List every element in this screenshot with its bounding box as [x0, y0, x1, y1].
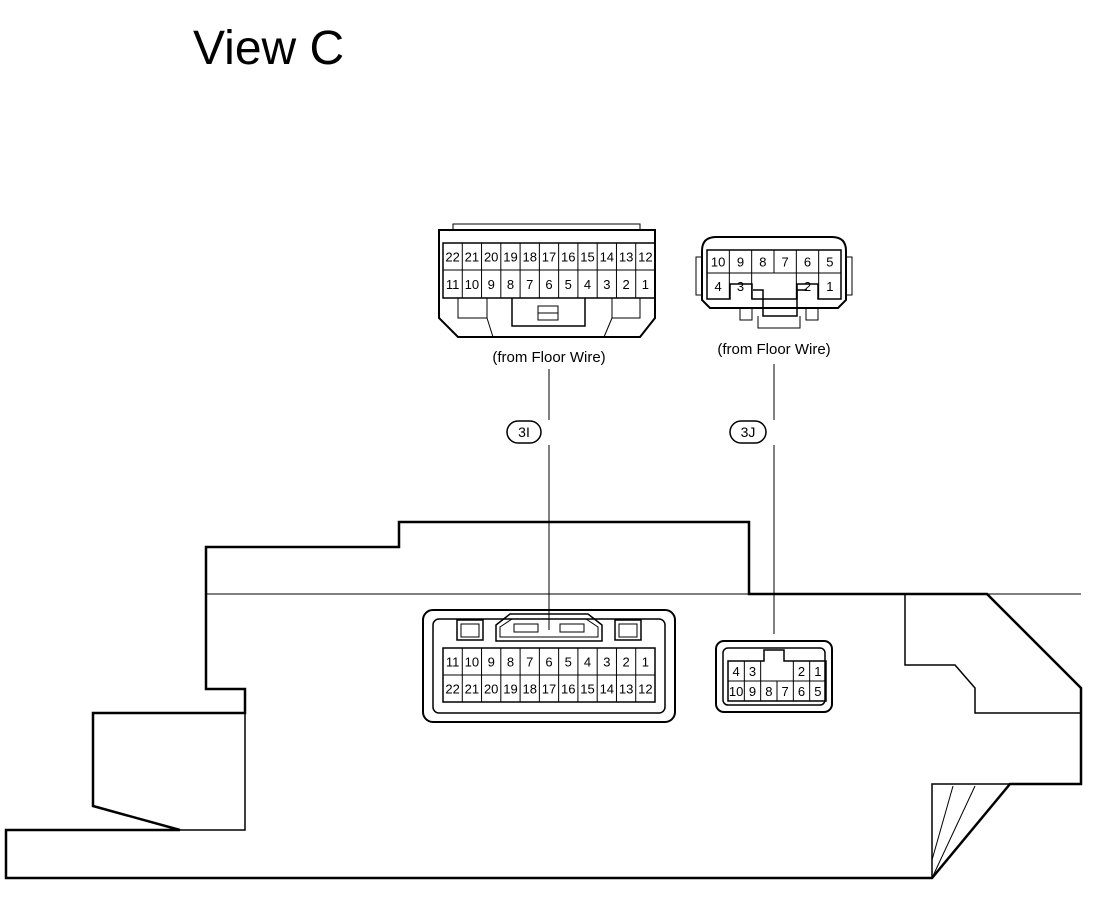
pin-label: 22	[445, 250, 459, 265]
pin-label: 7	[526, 277, 533, 292]
pin-label: 8	[765, 684, 772, 699]
pin-label: 20	[484, 250, 498, 265]
pin-label: 9	[749, 684, 756, 699]
pin-label: 15	[580, 682, 594, 697]
connector-3J-source-label: (from Floor Wire)	[717, 341, 830, 358]
pin-label: 18	[522, 682, 536, 697]
connector-3I-id-badge: 3I	[506, 420, 542, 444]
pin-label: 16	[561, 682, 575, 697]
pin-label: 13	[619, 250, 633, 265]
pin-label: 3	[749, 664, 756, 679]
pin-label: 17	[542, 250, 556, 265]
pin-label: 1	[826, 279, 833, 294]
pin-label: 8	[759, 255, 766, 270]
pin-label: 19	[503, 682, 517, 697]
pin-label: 6	[804, 255, 811, 270]
pin-label: 4	[584, 655, 591, 670]
pin-label: 2	[622, 655, 629, 670]
pin-label: 4	[584, 277, 591, 292]
pin-label: 15	[580, 250, 594, 265]
pin-label: 5	[565, 277, 572, 292]
pin-label: 20	[484, 682, 498, 697]
pin-label: 6	[798, 684, 805, 699]
pin-label: 10	[465, 655, 479, 670]
pin-label: 19	[503, 250, 517, 265]
pin-label: 2	[798, 664, 805, 679]
connector-3J-id-badge: 3J	[729, 420, 767, 444]
pin-label: 12	[638, 250, 652, 265]
panel-body	[4, 520, 1083, 880]
pin-label: 11	[446, 277, 460, 292]
pin-label: 16	[561, 250, 575, 265]
svg-text:3J: 3J	[741, 424, 756, 440]
pin-label: 9	[737, 255, 744, 270]
pin-label: 7	[782, 255, 789, 270]
pin-label: 8	[507, 277, 514, 292]
pin-label: 6	[545, 277, 552, 292]
pin-label: 1	[642, 655, 649, 670]
pin-label: 14	[600, 682, 614, 697]
pin-label: 2	[622, 277, 629, 292]
pin-label: 22	[445, 682, 459, 697]
pin-label: 5	[826, 255, 833, 270]
pin-label: 9	[488, 655, 495, 670]
pin-label: 11	[446, 655, 460, 670]
pin-label: 8	[507, 655, 514, 670]
pin-label: 5	[565, 655, 572, 670]
pin-label: 3	[603, 655, 610, 670]
pin-label: 10	[465, 277, 479, 292]
pin-label: 21	[465, 250, 479, 265]
view-title: View C	[193, 22, 344, 75]
pin-label: 4	[733, 664, 740, 679]
pin-label: 14	[600, 250, 614, 265]
pin-label: 1	[642, 277, 649, 292]
pin-label: 13	[619, 682, 633, 697]
pin-label: 10	[729, 684, 743, 699]
pin-label: 2	[804, 279, 811, 294]
pin-label: 7	[782, 684, 789, 699]
svg-text:3I: 3I	[518, 424, 530, 440]
pin-label: 5	[814, 684, 821, 699]
pin-label: 18	[522, 250, 536, 265]
pin-label: 9	[488, 277, 495, 292]
pin-label: 3	[603, 277, 610, 292]
pin-label: 7	[526, 655, 533, 670]
pin-label: 1	[814, 664, 821, 679]
pin-label: 17	[542, 682, 556, 697]
connector-3I-source-label: (from Floor Wire)	[492, 349, 605, 366]
pin-label: 3	[737, 279, 744, 294]
pin-label: 10	[711, 255, 725, 270]
pin-label: 6	[545, 655, 552, 670]
pin-label: 4	[715, 279, 722, 294]
pin-label: 12	[638, 682, 652, 697]
pin-label: 21	[465, 682, 479, 697]
